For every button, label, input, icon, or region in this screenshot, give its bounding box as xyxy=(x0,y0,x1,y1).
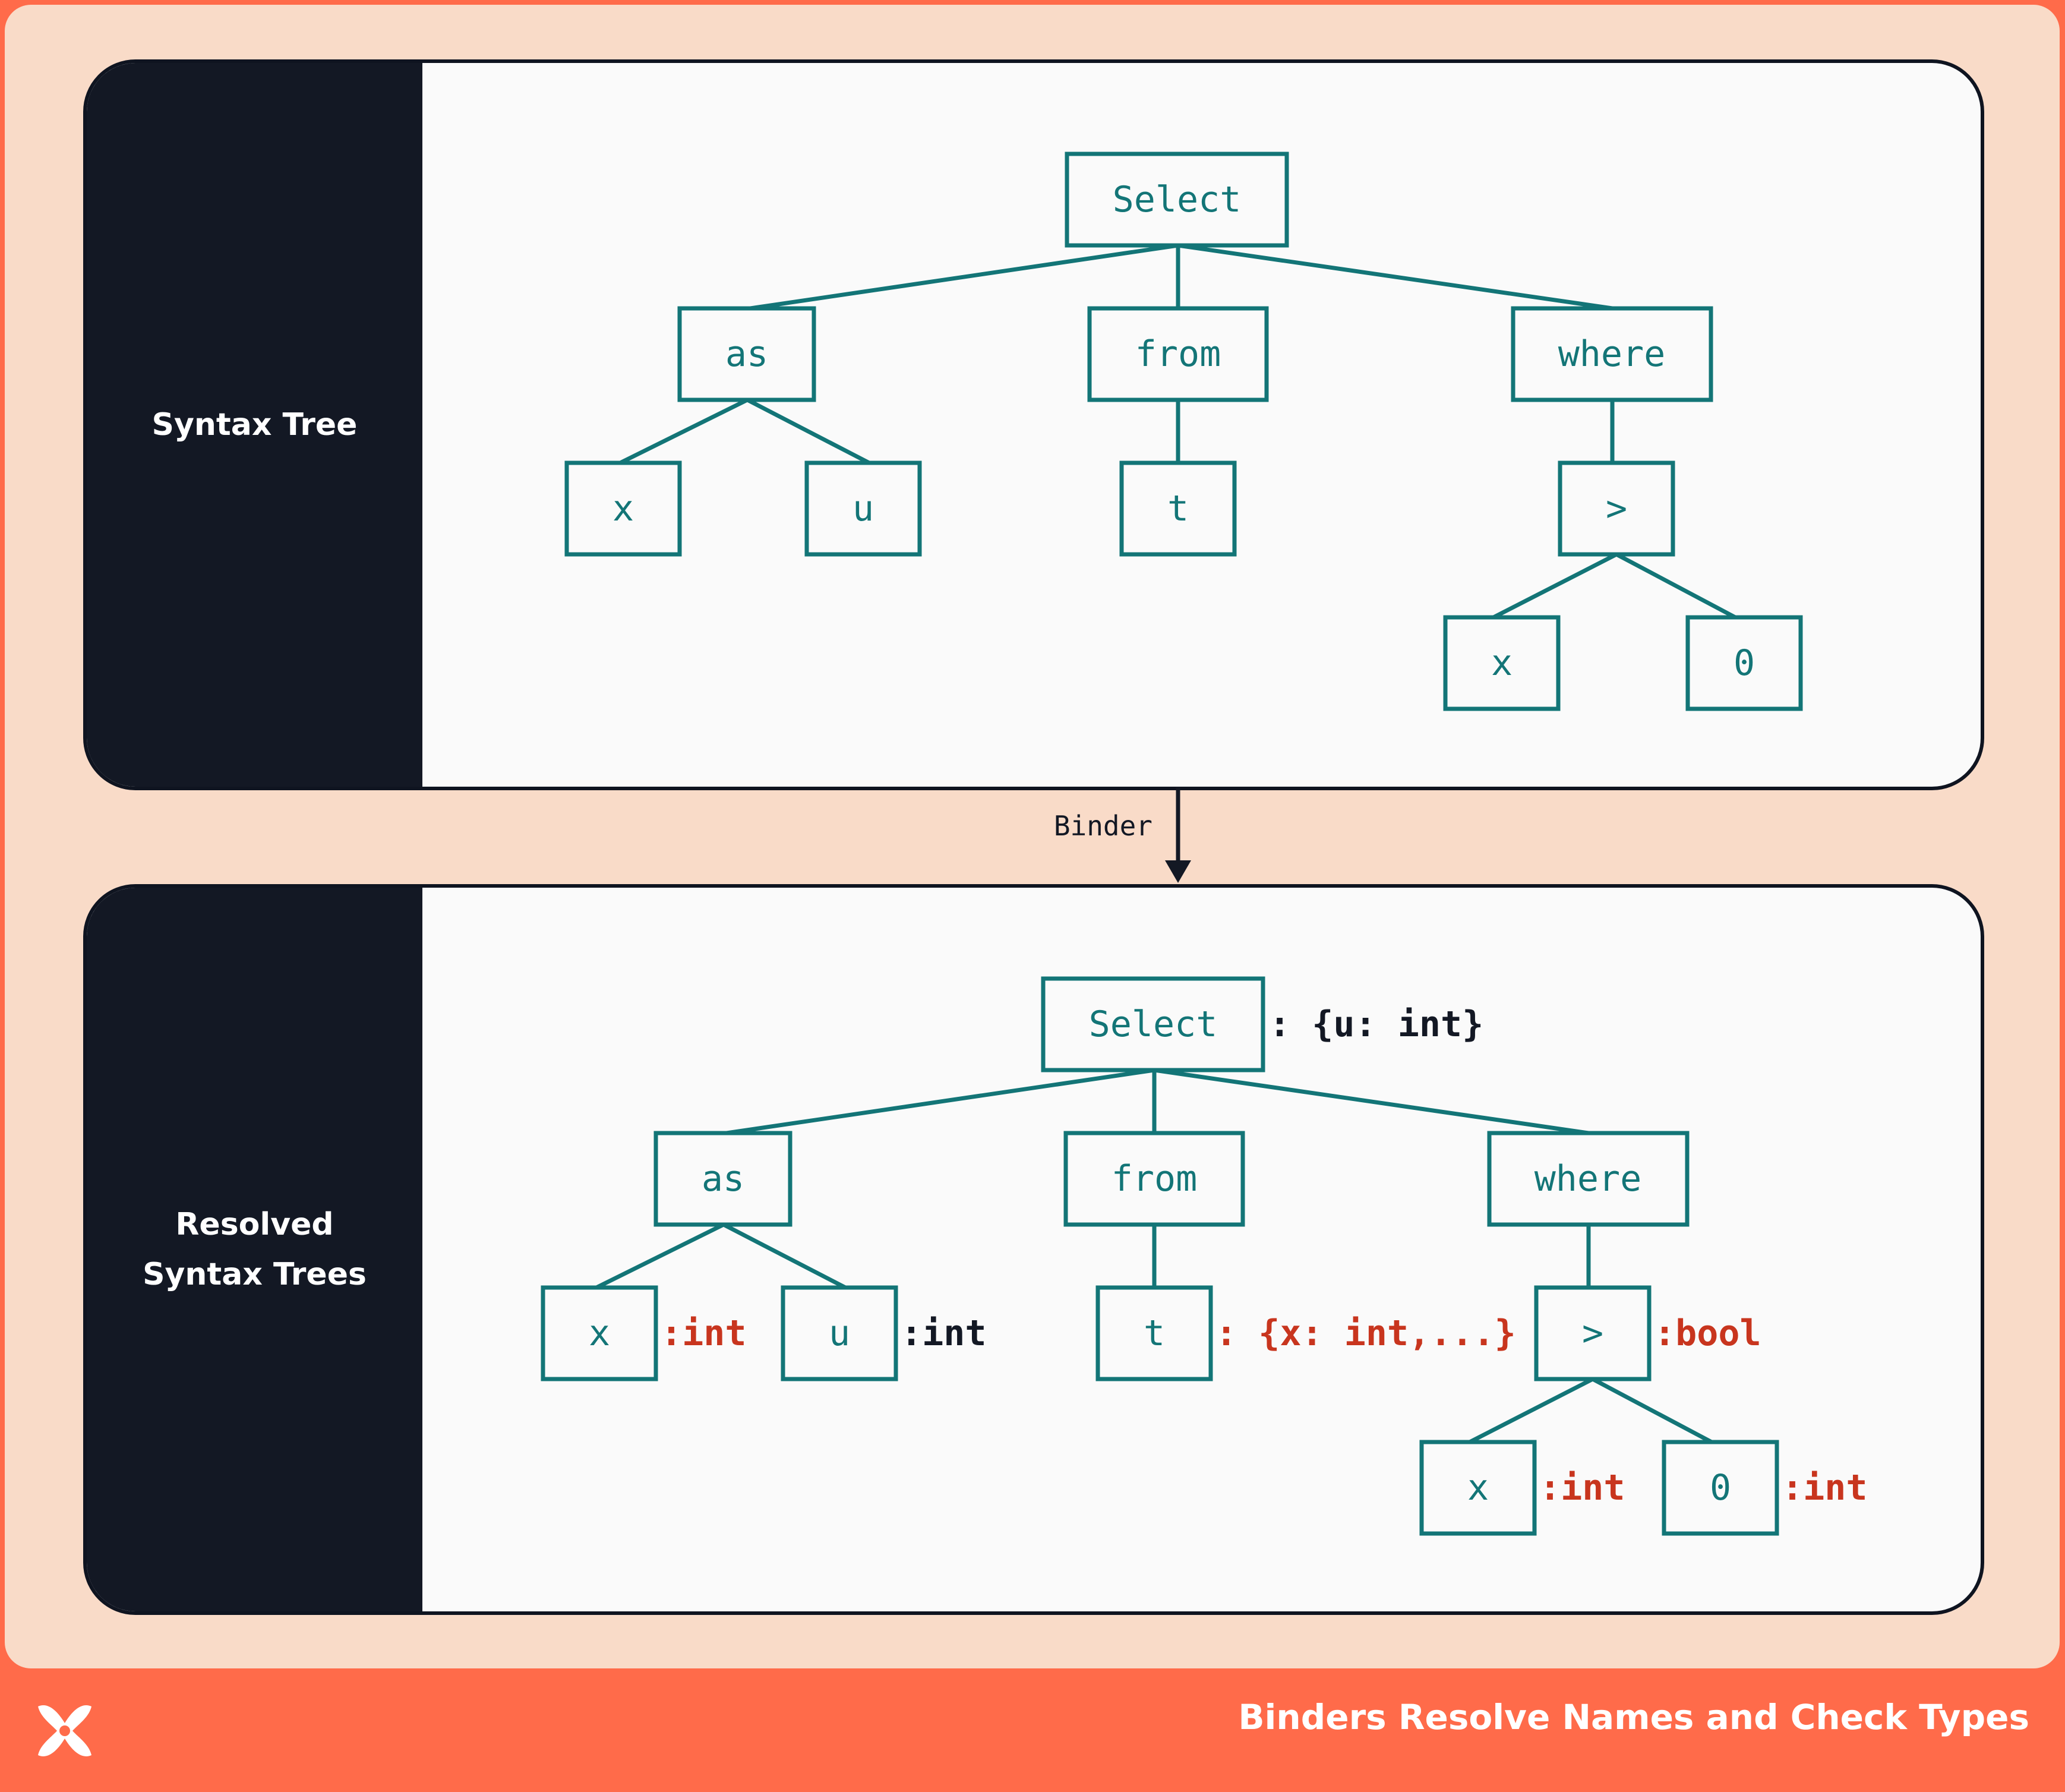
x-logo-icon xyxy=(38,1705,91,1756)
resolved-node-x-label: x xyxy=(589,1313,610,1354)
node-t-label: t xyxy=(1167,488,1189,529)
syntax-tree-panel: Syntax Tree Select xyxy=(83,59,1984,790)
resolved-node-gt xyxy=(1534,1285,1652,1381)
node-gt-label: > xyxy=(1606,488,1627,529)
type-annotation-x-child: :int xyxy=(1539,1467,1625,1509)
footer-title: Binders Resolve Names and Check Types xyxy=(1238,1697,2029,1737)
resolved-node-from-label: from xyxy=(1112,1158,1198,1200)
syntax-tree-label: Syntax Tree xyxy=(151,407,358,443)
resolved-tree-diagram: Select as from where x u t > x 0 : {u: i… xyxy=(541,976,1868,1536)
node-x-label: x xyxy=(612,488,634,529)
resolved-node-x-child xyxy=(1419,1440,1537,1536)
resolved-node-where-label: where xyxy=(1534,1158,1642,1200)
type-annotation-u: :int xyxy=(901,1313,987,1354)
node-gt xyxy=(1558,460,1675,557)
resolved-node-as-label: as xyxy=(702,1158,744,1200)
node-zero xyxy=(1685,615,1803,711)
node-select-label: Select xyxy=(1113,179,1242,220)
node-where xyxy=(1511,306,1713,402)
resolved-node-gt-label: > xyxy=(1582,1313,1603,1354)
resolved-tree-sidebar: Resolved Syntax Trees xyxy=(87,888,422,1611)
type-annotation-select: : {u: int} xyxy=(1269,1004,1483,1045)
resolved-node-t-label: t xyxy=(1144,1313,1165,1354)
resolved-tree-panel: Resolved Syntax Trees xyxy=(83,884,1984,1615)
node-from xyxy=(1087,306,1269,402)
resolved-node-t xyxy=(1095,1285,1213,1381)
resolved-node-x xyxy=(541,1285,658,1381)
node-x xyxy=(564,460,682,557)
type-annotation-x: :int xyxy=(661,1313,747,1354)
resolved-node-zero xyxy=(1662,1440,1779,1536)
resolved-node-zero-label: 0 xyxy=(1710,1467,1731,1509)
node-x-child-label: x xyxy=(1491,642,1513,684)
node-where-label: where xyxy=(1558,333,1666,375)
node-select xyxy=(1065,152,1289,248)
type-annotation-zero: :int xyxy=(1782,1467,1868,1509)
syntax-tree-diagram: Select as from where x u t > x 0 xyxy=(564,152,1803,711)
node-u-label: u xyxy=(852,488,874,529)
resolved-label-line-1: Resolved xyxy=(175,1207,334,1242)
resolved-node-u xyxy=(781,1285,898,1381)
node-zero-label: 0 xyxy=(1734,642,1755,684)
node-t xyxy=(1119,460,1237,557)
resolved-node-as xyxy=(653,1131,792,1227)
resolved-node-x-child-label: x xyxy=(1467,1467,1489,1509)
node-from-label: from xyxy=(1135,333,1221,375)
node-u xyxy=(804,460,922,557)
footer-bar: Binders Resolve Names and Check Types xyxy=(0,1668,2065,1792)
type-annotation-gt: :bool xyxy=(1654,1313,1761,1354)
node-as-label: as xyxy=(725,333,768,375)
resolved-node-select-label: Select xyxy=(1089,1004,1218,1045)
resolved-label-line-2: Syntax Trees xyxy=(143,1257,367,1292)
resolved-node-where xyxy=(1487,1131,1690,1227)
node-x-child xyxy=(1443,615,1561,711)
syntax-tree-sidebar: Syntax Tree xyxy=(87,63,422,787)
resolved-node-select xyxy=(1041,976,1265,1072)
resolved-node-from xyxy=(1063,1131,1245,1227)
resolved-node-u-label: u xyxy=(829,1313,850,1354)
node-as xyxy=(677,306,816,402)
type-annotation-t: : {x: int,...} xyxy=(1215,1313,1516,1354)
